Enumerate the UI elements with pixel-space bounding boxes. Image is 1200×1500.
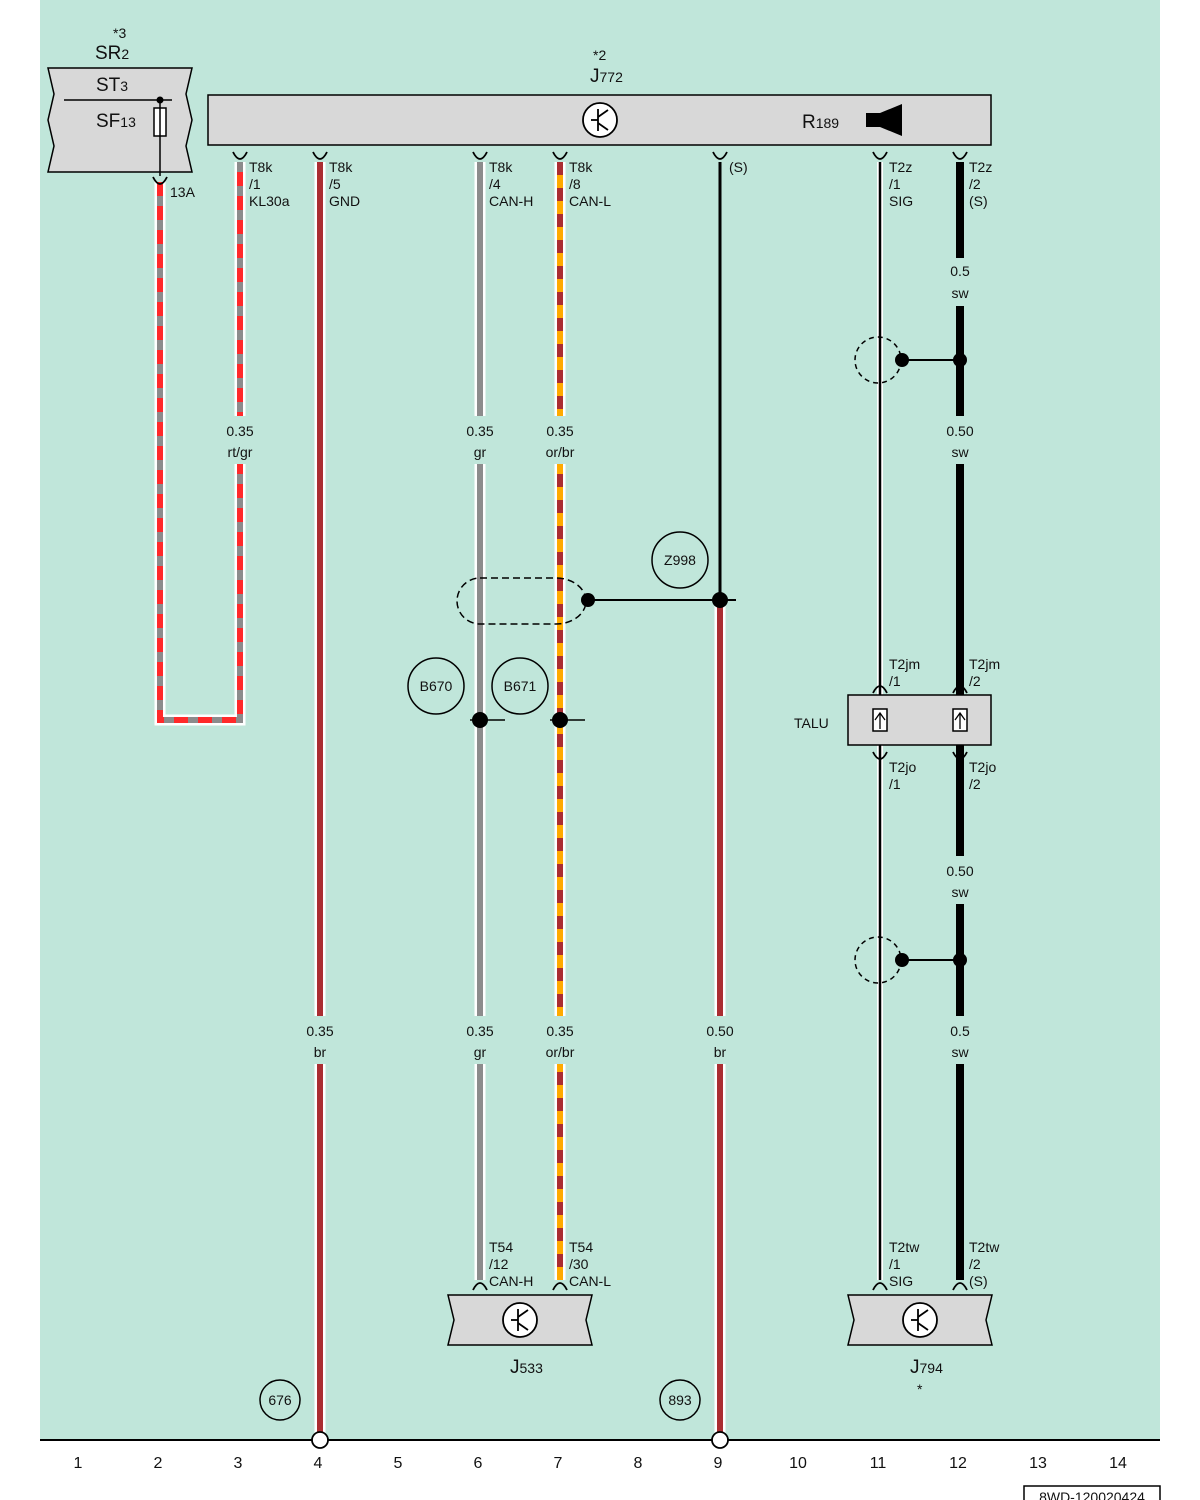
connector-icon — [872, 751, 888, 760]
connector-icon — [952, 751, 968, 760]
r189-label: R189 — [802, 112, 839, 133]
control-unit-icon — [582, 102, 618, 138]
column-number: 1 — [74, 1455, 83, 1472]
j772-pin-labels: T8k /1 KL30a T8k /5 GND T8k /4 CAN-H T8k… — [249, 159, 996, 209]
shield-ground-lower — [854, 936, 967, 984]
connector-icon — [472, 1282, 488, 1291]
talu-connector: TALU T2jm/1 T2jm/2 T2jo/1 T2jo/2 — [794, 656, 1000, 792]
wire-label-gaps — [228, 258, 972, 1064]
column-number: 3 — [234, 1455, 243, 1472]
column-number: 6 — [474, 1455, 483, 1472]
bubble-z998: Z998 — [664, 552, 696, 568]
connector-icon — [872, 685, 888, 694]
splice-points — [470, 712, 585, 728]
connector-icon — [312, 151, 328, 160]
st3-label: ST3 — [96, 75, 128, 96]
bubble-b670: B670 — [420, 678, 453, 694]
sr2-label: SR2 — [95, 43, 129, 64]
fuse-holder-sr2: *3 SR2 ST3 SF13 13A — [47, 25, 196, 200]
column-number: 12 — [949, 1455, 967, 1472]
column-number: 14 — [1109, 1455, 1127, 1472]
column-number: 11 — [870, 1455, 887, 1472]
pin-label-sig: T2z /1 SIG — [889, 159, 916, 209]
pin-label-s: T2z /2 (S) — [969, 159, 996, 209]
diagram-id: 8WD-120020424 — [1039, 1489, 1145, 1500]
connector-icon — [152, 176, 168, 185]
speaker-icon — [866, 104, 902, 136]
column-number: 2 — [154, 1455, 163, 1472]
j794-label: J794 — [910, 1357, 943, 1378]
fuse-pin-label: 13A — [170, 184, 196, 200]
connector-icon — [552, 1282, 568, 1291]
control-unit-icon — [502, 1302, 538, 1338]
pin-label-canh: T8k /4 CAN-H — [489, 159, 533, 209]
module-j772: *2 J772 R189 — [207, 47, 992, 146]
diagram-id-box — [1023, 1485, 1161, 1500]
talu-label: TALU — [794, 715, 829, 731]
connector-icon — [952, 685, 968, 694]
pin-label-t2jm1: T2jm/1 — [889, 656, 920, 689]
column-number: 10 — [789, 1455, 807, 1472]
pin-label-kl30a: T8k /1 KL30a — [249, 159, 290, 209]
connector-icon — [552, 151, 568, 160]
pin-label-gnd: T8k /5 GND — [329, 159, 360, 209]
control-unit-icon — [902, 1302, 938, 1338]
pin-label-t2jo1: T2jo/1 — [889, 759, 916, 792]
j772-label: J772 — [590, 66, 623, 87]
column-number: 8 — [634, 1455, 643, 1472]
connector-icon — [952, 151, 968, 160]
j533-label: J533 — [510, 1357, 543, 1378]
sf13-label: SF13 — [96, 111, 136, 132]
connector-icon — [872, 1282, 888, 1291]
pin-label-t2jm2: T2jm/2 — [969, 656, 1000, 689]
j772-note: *2 — [593, 47, 606, 63]
pin-label-t2tw2: T2tw/2(S) — [969, 1239, 1000, 1289]
bubble-b671: B671 — [504, 678, 537, 694]
j794-note: * — [917, 1381, 923, 1397]
terminal-col9 — [711, 1431, 729, 1449]
pin-label-canl: T8k /8 CAN-L — [569, 159, 611, 209]
shield-ground-upper — [854, 336, 967, 384]
connector-icon — [872, 151, 888, 160]
j772-connectors — [232, 151, 968, 160]
reference-bubbles: Z998 B670 B671 676 893 — [259, 531, 709, 1421]
connector-icon — [712, 151, 728, 160]
column-number: 9 — [714, 1455, 723, 1472]
terminal-col4 — [311, 1431, 329, 1449]
can-shield — [456, 577, 736, 625]
connector-icon — [472, 151, 488, 160]
connector-icon — [232, 151, 248, 160]
column-number: 5 — [394, 1455, 403, 1472]
bubble-676: 676 — [268, 1392, 292, 1408]
pin-label-t2jo2: T2jo/2 — [969, 759, 996, 792]
pin-label-shield: (S) — [729, 159, 748, 175]
column-number: 7 — [554, 1455, 563, 1472]
column-number: 4 — [314, 1455, 323, 1472]
connector-icon — [952, 1282, 968, 1291]
column-number: 13 — [1029, 1455, 1047, 1472]
bubble-893: 893 — [668, 1392, 692, 1408]
sr2-note: *3 — [113, 25, 126, 41]
